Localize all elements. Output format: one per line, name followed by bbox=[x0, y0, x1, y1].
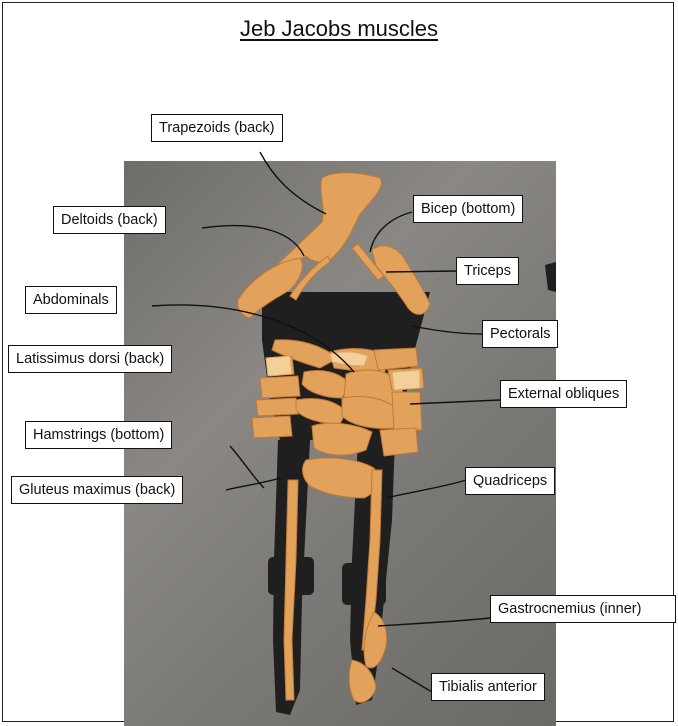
abs-piece-15 bbox=[380, 428, 418, 456]
leader-triceps bbox=[386, 271, 456, 272]
leader-tibialis bbox=[392, 668, 432, 692]
leader-hamstrings bbox=[230, 446, 264, 488]
label-bicep: Bicep (bottom) bbox=[413, 195, 523, 223]
glute-piece bbox=[303, 458, 379, 498]
label-abdominals: Abdominals bbox=[25, 286, 117, 314]
label-deltoids: Deltoids (back) bbox=[53, 206, 166, 234]
abs-piece-9 bbox=[256, 398, 298, 416]
leader-bicep bbox=[370, 212, 412, 252]
label-pectorals: Pectorals bbox=[482, 320, 558, 348]
label-tibialis-anterior: Tibialis anterior bbox=[431, 673, 545, 701]
abs-piece-3 bbox=[374, 348, 418, 370]
muscle-pieces bbox=[238, 173, 430, 703]
leader-gluteus bbox=[226, 478, 280, 490]
leader-trapezoids bbox=[260, 152, 326, 214]
label-triceps: Triceps bbox=[456, 257, 519, 285]
abs-piece-13 bbox=[252, 416, 292, 438]
label-quadriceps: Quadriceps bbox=[465, 467, 555, 495]
label-trapezoids: Trapezoids (back) bbox=[151, 114, 283, 142]
abs-piece-5 bbox=[260, 376, 300, 398]
label-external-obliques: External obliques bbox=[500, 380, 627, 408]
leader-gastrocnemius bbox=[378, 618, 490, 626]
leader-quadriceps bbox=[386, 480, 466, 498]
label-gluteus-maximus: Gluteus maximus (back) bbox=[11, 476, 183, 504]
label-gastrocnemius: Gastrocnemius (inner) bbox=[490, 595, 676, 623]
abs-piece-12 bbox=[392, 392, 422, 430]
leader-external-obliques bbox=[410, 400, 500, 404]
label-hamstrings: Hamstrings (bottom) bbox=[25, 421, 172, 449]
leader-deltoids bbox=[202, 226, 304, 256]
abs-piece-14 bbox=[312, 423, 372, 455]
leader-pectorals bbox=[412, 326, 482, 334]
label-latissimus-dorsi: Latissimus dorsi (back) bbox=[8, 345, 172, 373]
